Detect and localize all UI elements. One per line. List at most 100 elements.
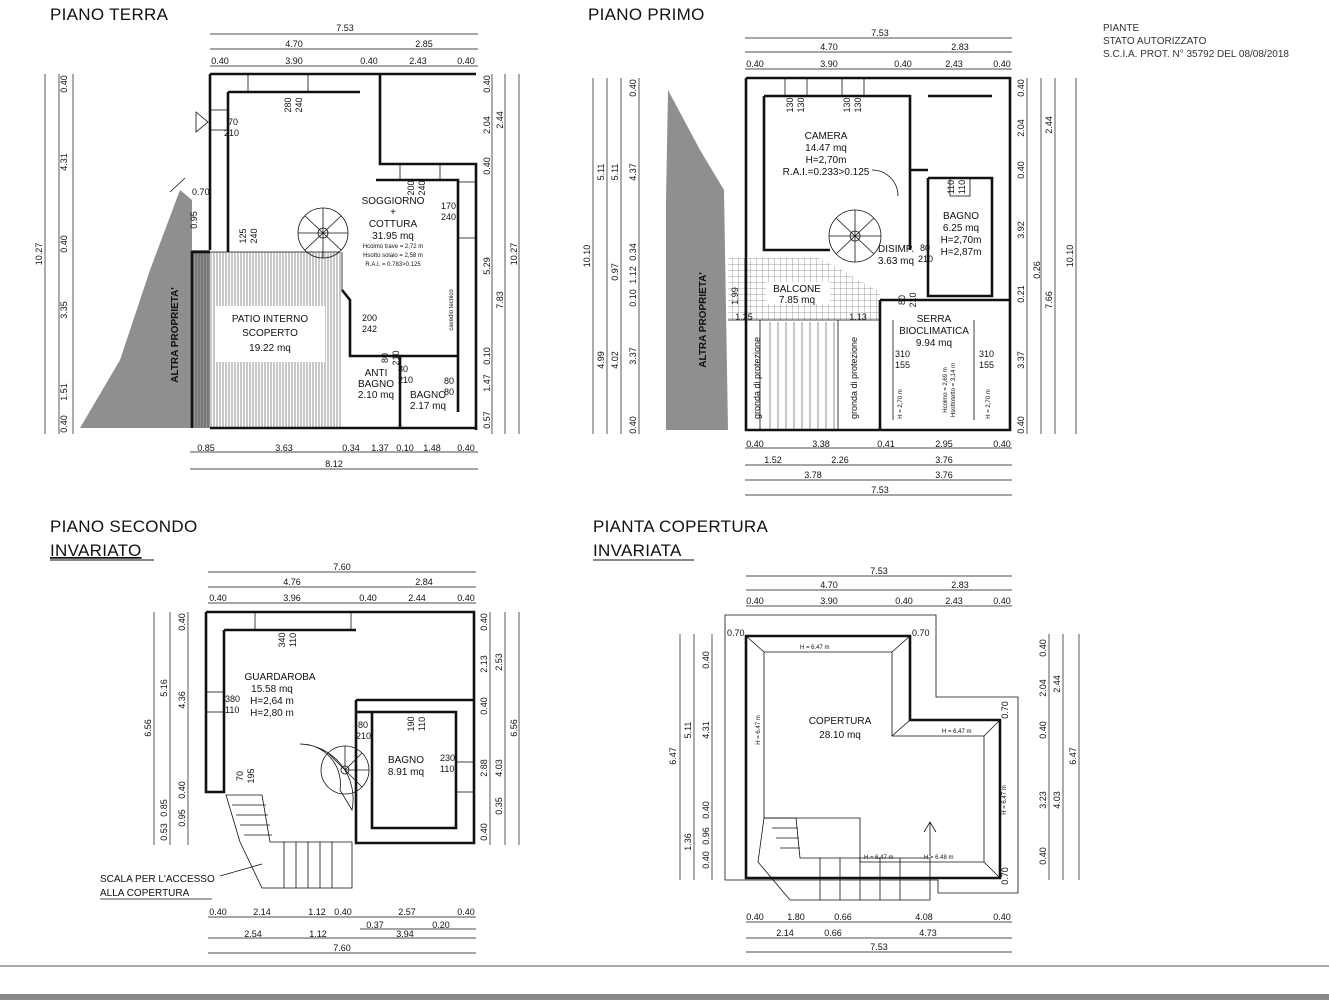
dim-top-mid: 4.70 [285, 39, 303, 49]
height-label: H = 6.47 m [756, 715, 762, 745]
eave-label: 0.70 [727, 628, 745, 638]
dim-right-detail: 3.37 [1016, 351, 1026, 369]
room-soggiorno: + [390, 207, 396, 218]
dim-bottom-detail: 1.48 [423, 443, 441, 453]
room-bagno-h: H=2,70m [941, 235, 982, 246]
sheet-border-band [0, 994, 1329, 1000]
opening-label: 310 [895, 349, 910, 359]
dim-bottom-mid2: 3.78 [804, 470, 822, 480]
dim-left-mid: 5.11 [683, 722, 693, 739]
opening-label: 80 [920, 243, 930, 253]
plan-piano-secondo: PIANO SECONDO INVARIATO 7.60 4.76 2.84 0… [50, 517, 520, 954]
dim-bottom-mid: 2.14 [776, 928, 794, 938]
dim-left-mid: 0.85 [159, 799, 169, 817]
dim-bottom-mid: 4.73 [919, 928, 937, 938]
neighbour-property-area [80, 190, 210, 428]
gronda-area [766, 322, 836, 430]
dim-top-detail: 0.40 [359, 593, 377, 603]
eave-label: 0.70 [1000, 701, 1010, 719]
roof-access-stair [757, 817, 931, 901]
opening-label: 380 [225, 694, 240, 704]
dim-bottom-detail: 2.57 [398, 907, 416, 917]
dim-right-detail: 0.40 [482, 75, 492, 93]
room-bagno-area: 6.25 mq [943, 223, 979, 234]
dim-top-detail: 0.40 [457, 593, 475, 603]
opening-label: 240 [417, 180, 427, 195]
plan-title: PIANO TERRA [50, 5, 169, 24]
dim-top-detail: 0.40 [746, 59, 764, 69]
dim-right-detail: 2.13 [479, 655, 489, 673]
dim-left-mid: 3.35 [59, 301, 69, 319]
opening-label: 340 [277, 632, 287, 647]
dim-bottom-detail: 0.40 [334, 907, 352, 917]
dim-left-detail: 0.40 [59, 415, 69, 433]
height-label: Hsottotetto = 3,14 m [951, 363, 957, 417]
dim-right-detail: 0.21 [1016, 285, 1026, 303]
dim-right-total: 10.10 [1065, 245, 1075, 268]
dim-top-detail: 2.43 [409, 56, 427, 66]
opening-label: 195 [246, 768, 256, 783]
dim-top-detail: 3.90 [820, 596, 838, 606]
dim-right-detail: 0.26 [1032, 261, 1042, 279]
opening-label: 130 [842, 97, 852, 112]
opening-label: 240 [294, 97, 304, 112]
dim-left-detail: 0.95 [177, 809, 187, 827]
opening-label: 210 [224, 128, 239, 138]
room-copertura: COPERTURA [809, 716, 872, 727]
opening-label: 110 [957, 180, 967, 194]
room-antibagno-area: 2.10 mq [358, 390, 394, 401]
dim-left-detail: 0.40 [59, 235, 69, 253]
dim-left-mid: 5.16 [159, 679, 169, 697]
dim-top-total: 7.60 [333, 562, 351, 572]
dim-left-detail: 4.37 [628, 163, 638, 181]
dim-bottom-detail: 0.85 [197, 443, 215, 453]
opening-label: 155 [979, 360, 994, 370]
height-label: H = 2,70 m [986, 389, 992, 419]
eave-label: 0.70 [912, 628, 930, 638]
room-soggiorno-area: 31.95 mq [372, 231, 414, 242]
dim-right-detail: 0.40 [479, 697, 489, 715]
room-soggiorno-h: Hsotto solaio = 2,58 m [363, 253, 423, 259]
roof-access-stair [225, 794, 353, 889]
dim-bottom-total: 8.12 [325, 459, 343, 469]
dim-bottom-extra: 0.20 [432, 920, 450, 930]
opening-label: 1.99 [730, 287, 740, 305]
dim-right-mid: 7.66 [1044, 291, 1054, 309]
dim-left-detail: 0.40 [701, 651, 711, 669]
opening-label: 80 [398, 364, 408, 374]
dim-left-detail: 0.40 [628, 416, 638, 434]
plan-title: PIANTA COPERTURA [593, 517, 769, 536]
opening-label: 130 [796, 97, 806, 112]
dim-top-total: 7.53 [871, 28, 889, 38]
dim-left-total: 10.27 [34, 243, 44, 266]
dim-bottom-mid: 3.76 [935, 455, 953, 465]
dim-left-mid2: 4.02 [610, 351, 620, 369]
dim-left-total: 6.56 [143, 719, 153, 737]
dim-top-detail: 0.40 [209, 593, 227, 603]
dim-right-detail: 0.35 [494, 797, 504, 815]
dim-top-total: 7.53 [336, 23, 354, 33]
dim-right-detail: 0.40 [1016, 161, 1026, 179]
dim-bottom-mid: 0.66 [824, 928, 842, 938]
dim-top-mid: 2.84 [415, 577, 433, 587]
misc-label: 0.70 [192, 187, 210, 197]
room-soggiorno-rai: R.A.I. = 0.783>0.125 [365, 262, 421, 268]
dim-bottom-detail: 0.40 [746, 912, 764, 922]
height-label: H = 6.47 m [942, 729, 972, 735]
plan-piano-terra: PIANO TERRA 7.53 4.70 2.85 0.40 3.90 0.4… [34, 5, 520, 470]
dim-top-mid: 2.83 [951, 42, 969, 52]
dim-top-detail: 3.90 [820, 59, 838, 69]
dim-right-total: 6.56 [509, 719, 519, 737]
opening-label: 190 [406, 716, 416, 731]
stamp-line-1: PIANTE [1103, 23, 1139, 34]
dim-right-detail: 2.88 [479, 759, 489, 777]
opening-label: 70 [228, 117, 238, 127]
room-patio-area: 19.22 mq [249, 343, 291, 354]
opening-label: 280 [283, 97, 293, 112]
opening-label: 110 [225, 705, 239, 715]
dim-left-detail: 1.12 [628, 266, 638, 284]
dim-bottom-detail: 3.38 [812, 439, 830, 449]
dim-bottom-detail: 0.40 [457, 443, 475, 453]
dim-right-detail: 0.40 [1038, 639, 1048, 657]
opening-label: 80 [380, 353, 390, 363]
